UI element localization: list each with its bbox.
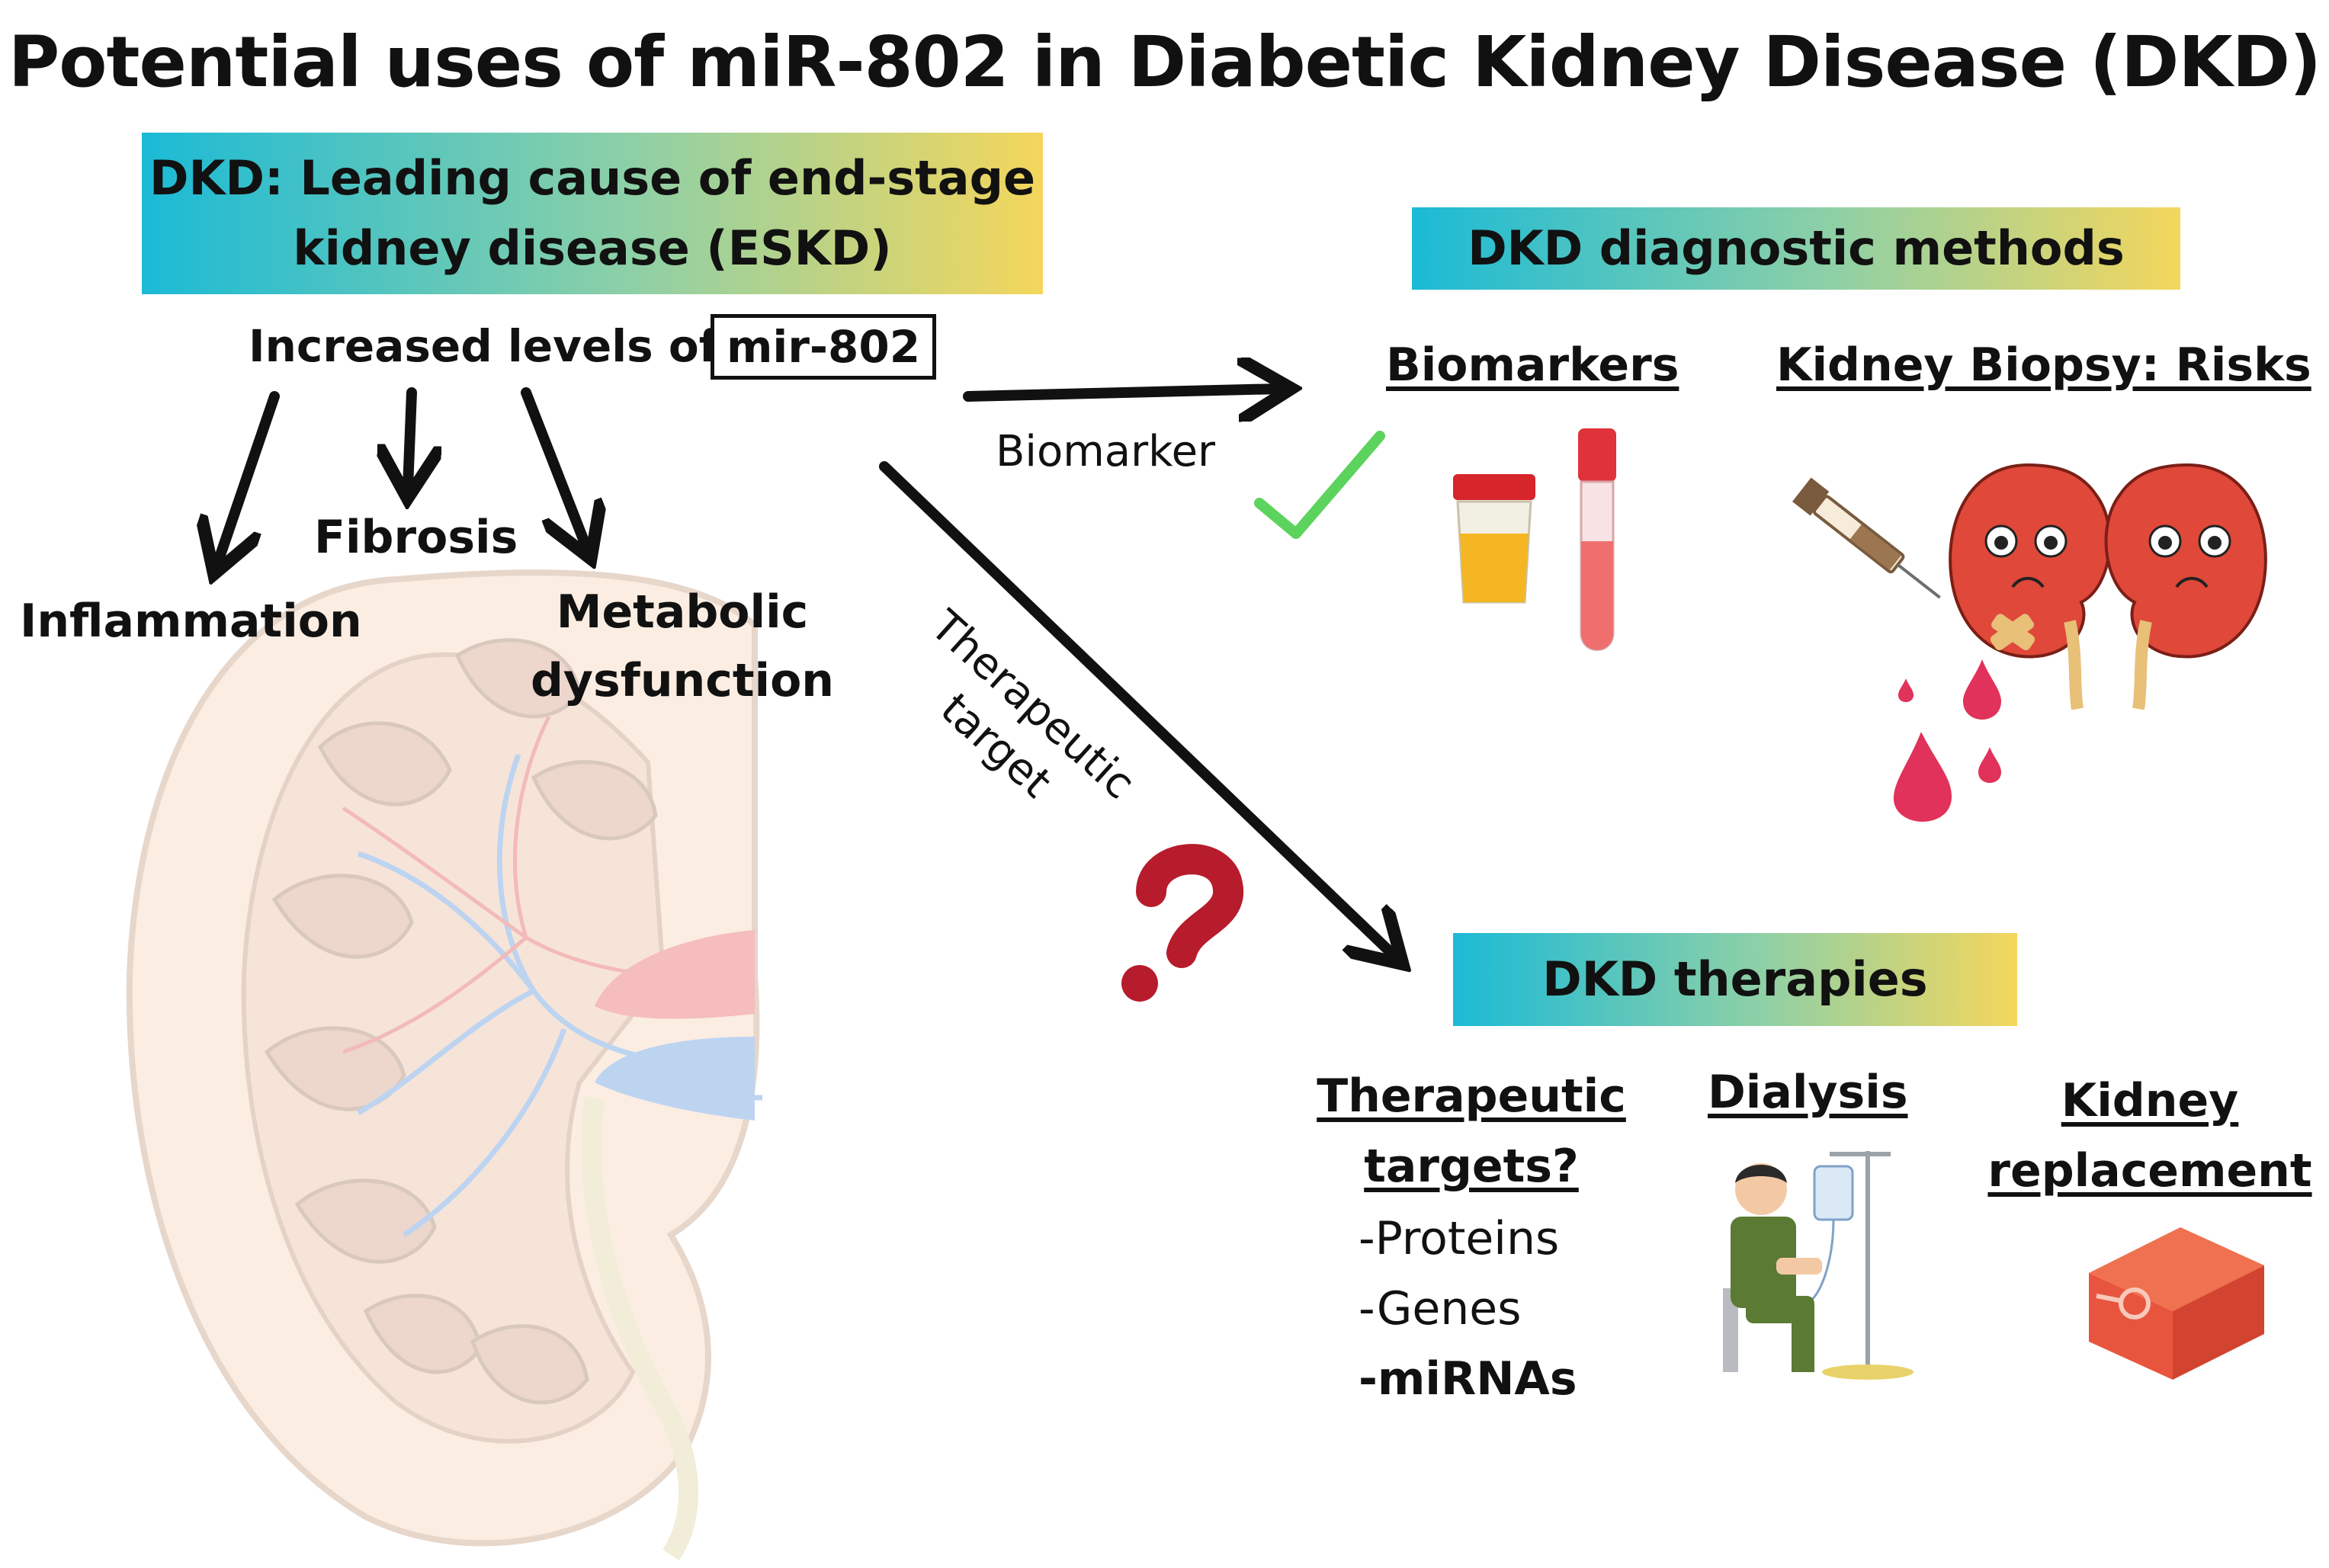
sad-kidneys-icon (1949, 463, 2267, 710)
blood-tube-icon (1578, 428, 1616, 651)
fibrosis-label: Fibrosis (314, 511, 518, 564)
kidney-replacement-heading: Kidney replacement (1982, 1066, 2318, 1206)
arrow-to-metabolic (521, 387, 587, 549)
arrow-to-therapies (879, 461, 1395, 957)
check-icon (1254, 431, 1385, 539)
replacement-line2: replacement (1987, 1144, 2312, 1198)
dialysis-patient-icon (1723, 1151, 1914, 1380)
arrow-to-biomarkers (963, 389, 1281, 396)
urine-cup-icon (1453, 474, 1535, 604)
diagnostic-methods-banner: DKD diagnostic methods (1412, 207, 2180, 290)
arrow-to-inflammation (217, 391, 280, 564)
metabolic-dysfunction-label: Metabolic dysfunction (526, 578, 839, 715)
kidney-biopsy-heading: Kidney Biopsy: Risks (1776, 338, 2311, 392)
therapeutic-targets-heading: Therapeutic targets? (1296, 1061, 1647, 1201)
dialysis-heading: Dialysis (1708, 1066, 1908, 1119)
blood-drops-icon (1893, 659, 2001, 822)
metabolic-line1: Metabolic (556, 585, 809, 639)
syringe-icon (1792, 477, 1941, 599)
target-item-proteins: -Proteins (1359, 1212, 1560, 1265)
replacement-line1: Kidney (2061, 1074, 2239, 1127)
page-title: Potential uses of miR-802 in Diabetic Ki… (8, 21, 2321, 103)
biomarkers-heading: Biomarkers (1386, 338, 1679, 392)
metabolic-line2: dysfunction (530, 654, 835, 707)
question-mark-icon (1121, 844, 1243, 1002)
target-item-mirnas: -miRNAs (1359, 1352, 1577, 1406)
inflammation-label: Inflammation (20, 595, 362, 648)
dkd-banner-line1: DKD: Leading cause of end-stage (149, 150, 1035, 206)
biomarker-arrow-label: Biomarker (996, 427, 1216, 476)
increased-levels-label: Increased levels of (249, 320, 718, 372)
organ-transport-box-icon (2089, 1227, 2264, 1380)
arrow-to-fibrosis (408, 387, 412, 488)
dkd-esk-banner: DKD: Leading cause of end-stage kidney d… (142, 133, 1043, 294)
targets-line2: targets? (1364, 1140, 1579, 1193)
dkd-therapies-banner: DKD therapies (1453, 933, 2017, 1026)
mirna-box: mir-802 (711, 314, 937, 380)
targets-line1: Therapeutic (1317, 1069, 1626, 1123)
target-item-genes: -Genes (1359, 1282, 1522, 1336)
dkd-banner-line2: kidney disease (ESKD) (293, 220, 892, 276)
